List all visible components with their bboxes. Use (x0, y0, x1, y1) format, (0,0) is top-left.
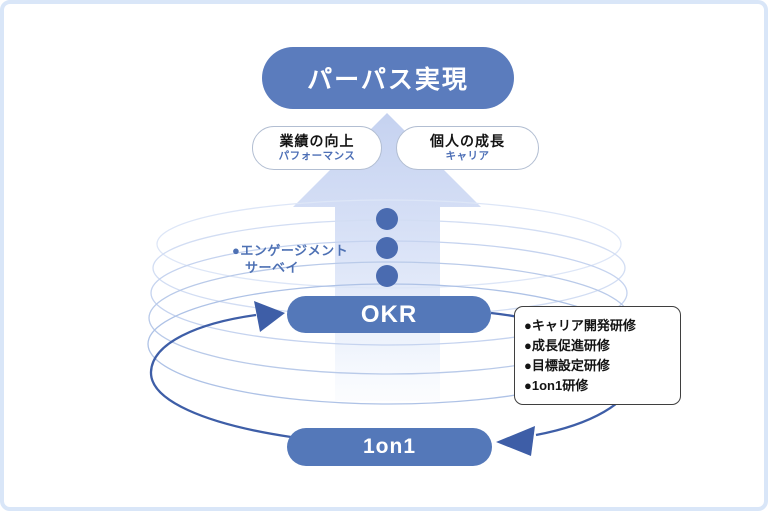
training-item-growth-promotion: ●成長促進研修 (524, 338, 610, 353)
outcome-performance-subtitle: パフォーマンス (278, 150, 356, 162)
okr-pill-label: OKR (360, 300, 418, 328)
training-list-box: ●キャリア開発研修 ●成長促進研修 ●目標設定研修 ●1on1研修 (514, 306, 681, 405)
cycle-arc-left (149, 313, 292, 439)
outcome-pill-performance: 業績の向上 パフォーマンス (252, 126, 382, 170)
dot-2 (376, 237, 398, 259)
okr-pill: OKR (287, 296, 491, 333)
outcome-career-subtitle: キャリア (445, 150, 490, 162)
cycle-arrowhead-to-1on1 (496, 426, 535, 456)
dot-1 (376, 208, 398, 230)
one-on-one-pill: 1on1 (287, 428, 492, 466)
training-item-career-development: ●キャリア開発研修 (524, 318, 636, 333)
engagement-survey-label: ●エンゲージメント サーベイ (232, 242, 348, 276)
dot-3 (376, 265, 398, 287)
engagement-survey-line1: ●エンゲージメント (232, 243, 349, 258)
purpose-pill-label: パーパス実現 (307, 66, 469, 94)
engagement-survey-line2: サーベイ (245, 260, 300, 275)
outcome-career-title: 個人の成長 (430, 133, 505, 149)
outcome-performance-title: 業績の向上 (279, 133, 355, 149)
one-on-one-pill-label: 1on1 (362, 435, 416, 458)
training-item-1on1-training: ●1on1研修 (524, 378, 589, 393)
training-item-goal-setting: ●目標設定研修 (524, 358, 610, 373)
cycle-arrowhead-to-okr (254, 301, 285, 332)
spiral-ring-1 (156, 199, 622, 289)
purpose-pill: パーパス実現 (262, 47, 514, 109)
outcome-pill-career: 個人の成長 キャリア (396, 126, 539, 170)
